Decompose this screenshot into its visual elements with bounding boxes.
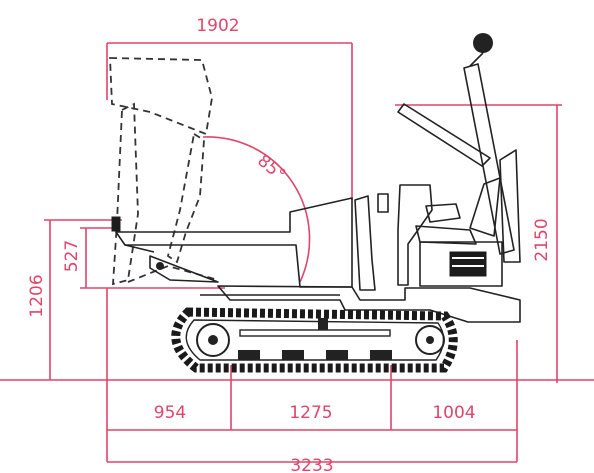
label-1902: 1902	[196, 16, 239, 36]
machine-drawing	[109, 33, 521, 373]
label-527: 527	[62, 240, 82, 272]
raised-skip	[109, 57, 219, 286]
chassis-body	[111, 33, 521, 323]
hinge-block	[111, 216, 121, 232]
dimension-labels: 1902 85° 2150 1206 527 954 1275 1004 323…	[27, 16, 552, 473]
control-knob	[473, 33, 493, 53]
label-2150: 2150	[532, 218, 552, 261]
label-3233: 3233	[290, 456, 333, 473]
label-85-degrees: 85°	[253, 151, 289, 186]
dimension-lines	[0, 42, 594, 463]
label-1206: 1206	[27, 274, 47, 317]
crawler-track	[171, 307, 458, 373]
dump-angle-arc	[202, 136, 311, 283]
label-1275: 1275	[289, 403, 332, 423]
label-1004: 1004	[432, 403, 475, 423]
label-954: 954	[154, 403, 186, 423]
